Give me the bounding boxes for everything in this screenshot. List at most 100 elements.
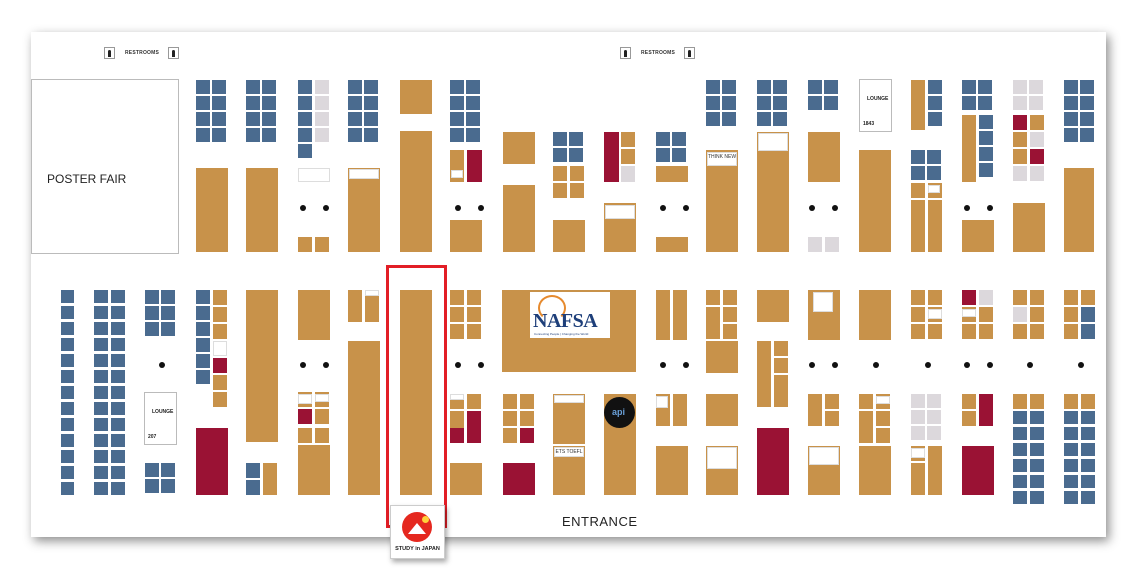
booth[interactable] — [979, 307, 993, 322]
booth[interactable] — [757, 428, 789, 495]
booth[interactable] — [757, 290, 789, 322]
booth[interactable] — [928, 200, 942, 252]
booth[interactable] — [145, 322, 159, 336]
booth[interactable] — [656, 132, 670, 146]
booth[interactable] — [757, 132, 789, 252]
booth[interactable] — [467, 394, 481, 409]
booth[interactable] — [1080, 112, 1094, 126]
booth[interactable] — [94, 322, 108, 335]
exhibitor-logo[interactable] — [809, 447, 839, 465]
booth[interactable] — [757, 112, 771, 126]
booth[interactable] — [1030, 394, 1044, 409]
booth[interactable] — [1064, 307, 1078, 322]
booth[interactable] — [553, 166, 567, 181]
booth[interactable] — [859, 290, 891, 340]
booth[interactable] — [808, 80, 822, 94]
booth[interactable] — [1064, 475, 1078, 488]
booth[interactable] — [706, 290, 720, 305]
booth[interactable] — [1064, 443, 1078, 456]
booth[interactable] — [706, 307, 720, 339]
booth[interactable] — [1080, 96, 1094, 110]
booth[interactable] — [553, 183, 567, 198]
booth[interactable] — [348, 341, 380, 495]
booth[interactable] — [928, 324, 942, 339]
booth[interactable] — [503, 132, 535, 164]
booth[interactable] — [315, 428, 329, 443]
booth[interactable] — [450, 128, 464, 142]
booth[interactable] — [1081, 290, 1095, 305]
booth[interactable] — [503, 185, 535, 252]
booth[interactable] — [196, 306, 210, 320]
booth[interactable] — [911, 426, 925, 440]
booth[interactable] — [246, 96, 260, 110]
booth[interactable] — [503, 394, 517, 409]
booth[interactable] — [808, 96, 822, 110]
booth[interactable] — [1081, 394, 1095, 409]
booth[interactable] — [348, 112, 362, 126]
exhibitor-logo[interactable] — [349, 169, 379, 179]
booth[interactable] — [298, 290, 330, 340]
booth[interactable] — [145, 463, 159, 477]
booth[interactable] — [911, 394, 925, 408]
poster-fair-area[interactable]: POSTER FAIR — [31, 79, 179, 254]
booth[interactable] — [94, 450, 108, 463]
booth[interactable] — [1013, 443, 1027, 456]
booth[interactable] — [1064, 394, 1078, 409]
booth[interactable] — [1030, 411, 1044, 424]
booth[interactable] — [246, 80, 260, 94]
booth[interactable] — [656, 446, 688, 495]
booth[interactable] — [111, 370, 125, 383]
booth[interactable] — [911, 290, 925, 305]
booth[interactable] — [723, 324, 737, 339]
exhibitor-logo[interactable]: THINK NEW — [707, 152, 737, 166]
booth[interactable] — [111, 418, 125, 431]
exhibitor-logo[interactable] — [605, 205, 635, 219]
booth[interactable] — [911, 307, 925, 322]
booth[interactable] — [1013, 132, 1027, 147]
booth[interactable] — [111, 306, 125, 319]
booth[interactable] — [365, 290, 379, 322]
booth[interactable] — [859, 394, 873, 409]
booth[interactable] — [962, 446, 994, 495]
booth[interactable] — [246, 128, 260, 142]
booth[interactable] — [1080, 80, 1094, 94]
booth[interactable] — [1030, 491, 1044, 504]
booth[interactable] — [773, 96, 787, 110]
booth[interactable] — [61, 450, 74, 463]
booth[interactable] — [61, 466, 74, 479]
booth[interactable] — [111, 466, 125, 479]
booth[interactable] — [94, 418, 108, 431]
exhibitor-logo[interactable] — [365, 290, 379, 296]
booth[interactable] — [467, 324, 481, 339]
booth[interactable] — [825, 394, 839, 409]
booth[interactable] — [262, 128, 276, 142]
booth[interactable] — [61, 290, 74, 303]
booth[interactable] — [520, 428, 534, 443]
booth[interactable] — [706, 341, 738, 373]
exhibitor-logo[interactable] — [298, 168, 330, 182]
booth[interactable] — [111, 322, 125, 335]
booth[interactable] — [246, 290, 278, 442]
booth[interactable] — [94, 338, 108, 351]
booth[interactable] — [979, 147, 993, 161]
exhibitor-logo[interactable]: ETS TOEFL — [554, 447, 584, 457]
booth[interactable] — [911, 410, 925, 424]
booth[interactable] — [298, 144, 312, 158]
booth[interactable] — [61, 418, 74, 431]
booth[interactable] — [1030, 324, 1044, 339]
booth[interactable] — [520, 394, 534, 409]
booth[interactable] — [348, 128, 362, 142]
exhibitor-logo[interactable] — [876, 396, 890, 404]
booth[interactable] — [1064, 128, 1078, 142]
booth[interactable] — [979, 131, 993, 145]
booth[interactable] — [61, 306, 74, 319]
booth[interactable] — [1013, 459, 1027, 472]
booth[interactable] — [825, 237, 839, 252]
booth[interactable] — [262, 112, 276, 126]
booth[interactable] — [656, 290, 670, 340]
booth[interactable] — [1064, 459, 1078, 472]
booth[interactable] — [94, 402, 108, 415]
booth[interactable] — [1081, 475, 1095, 488]
booth[interactable] — [196, 128, 210, 142]
